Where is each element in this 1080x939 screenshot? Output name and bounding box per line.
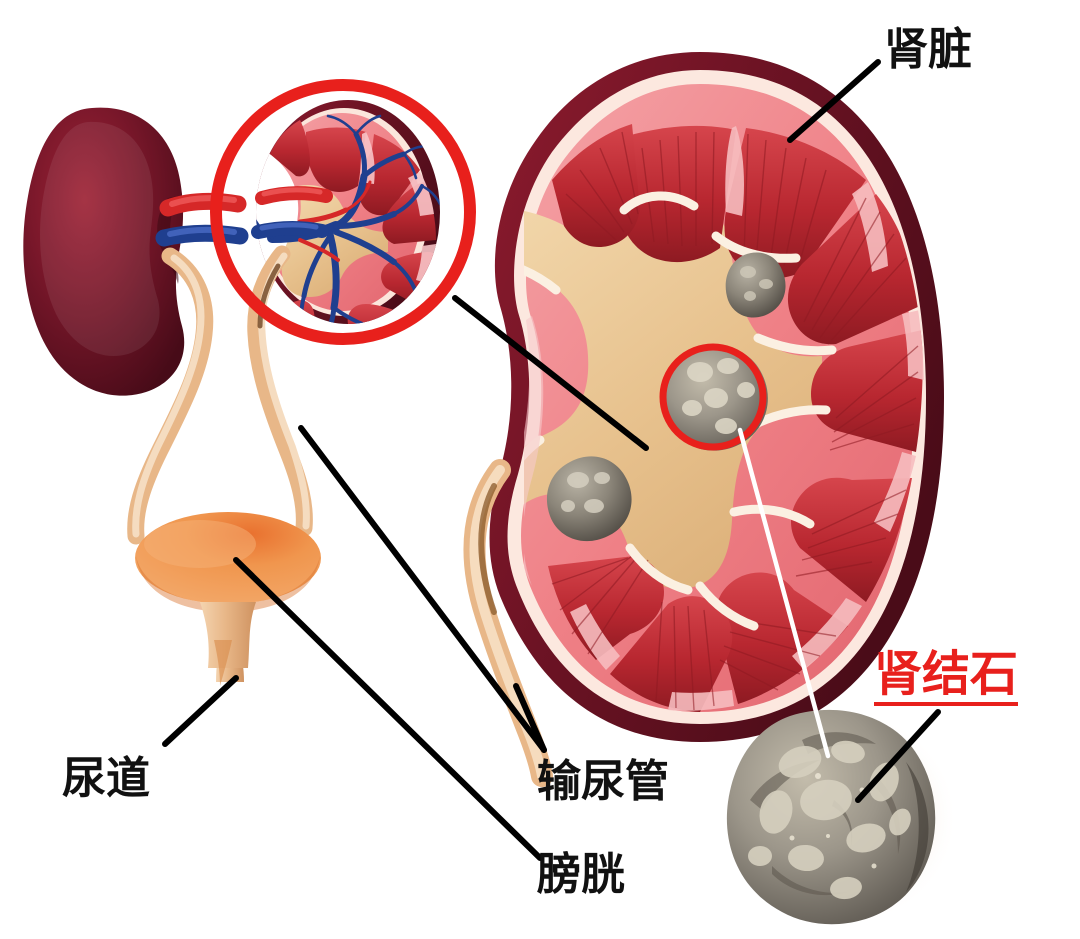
inset-kidney-detail [210,79,476,537]
whole-kidney-sheen [40,121,160,357]
stone-highlight-circle [659,343,767,451]
inset-to-main-line [452,295,649,451]
inset-renal-artery [255,186,333,205]
label-kidney-stone: 肾结石 [874,650,1019,706]
bladder-group [135,512,321,686]
leader-lines [162,59,941,861]
right-ureter-shadow [257,263,281,329]
whole-kidney-exterior [23,107,249,545]
inset-highlight-circle [210,79,476,345]
main-kidney-cross-section [463,52,944,787]
stone-in-pelvis-upper [725,252,786,318]
stone-in-pelvis-highlighted [664,345,768,451]
kidney-label-line [787,59,881,143]
stone-magnify-line [737,427,831,759]
inset-vein-highlight [259,222,319,231]
ureter-label-line-a [298,425,547,753]
pyramid-8 [548,556,664,660]
urethra-label-line [162,675,239,747]
label-urethra: 尿道 [62,753,150,804]
stone-in-pelvis-lower-left [546,456,632,542]
pyramid-6 [715,572,848,704]
pyramid-9 [552,124,640,248]
renal-pelvis [524,195,822,648]
whole-kidney-body [23,107,185,396]
ureter-lumen-shadow [478,483,497,615]
left-ureter-highlight [132,254,205,538]
main-kidney-ureter-highlight [469,465,547,781]
label-ureter: 输尿管 [537,756,669,807]
label-kidney: 肾脏 [884,24,972,75]
cortex-inner-shade [524,316,544,586]
pyramid-striations [551,131,919,711]
label-bladder: 膀胱 [537,849,625,900]
urethra-shading [214,640,232,686]
renal-columns [570,126,924,711]
inset-arterial-branches [297,180,372,262]
stone-facets [748,740,911,900]
stone-rim-shadow [906,762,929,892]
inset-renal-vein [251,221,329,239]
renal-vein-highlight [167,226,237,237]
bladder-highlight [144,520,256,568]
renal-artery-highlight [169,195,237,207]
bladder-label-line [233,557,543,861]
pyramid-7 [610,596,733,712]
pyramid-3 [787,194,920,345]
magnified-kidney-stone [722,708,958,928]
inset-artery-highlight [261,187,323,197]
kidney-stone-label-line [855,709,941,803]
stone-speckles [789,773,877,869]
pyramid-2 [724,128,866,279]
urethra-neck [200,602,256,668]
